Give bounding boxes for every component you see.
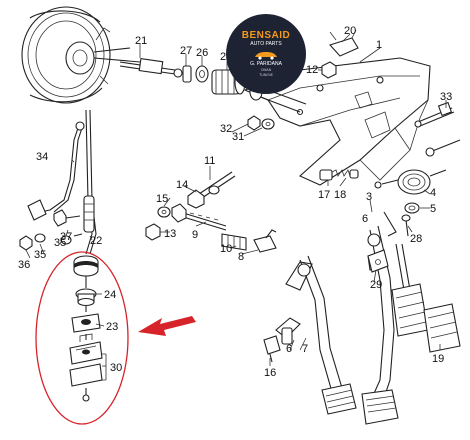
label-4: 4 (430, 187, 436, 199)
clutch-cable (19, 109, 97, 255)
brand-line-1: G. PARIDANA (250, 61, 282, 67)
label-22: 22 (90, 235, 102, 247)
bracket-29 (367, 249, 389, 273)
label-6-lower: 6 (286, 343, 292, 355)
sleeve-8-10 (221, 229, 277, 253)
label-20: 20 (344, 25, 356, 37)
brand-subtitle: AUTO PARTS (250, 41, 282, 47)
label-33: 33 (440, 91, 452, 103)
clevis-pin-set (182, 65, 209, 83)
label-24: 24 (104, 289, 116, 301)
bolt-28 (401, 214, 411, 237)
accelerator-pedal (391, 243, 461, 353)
label-31: 31 (232, 131, 244, 143)
label-37: 37 (60, 231, 72, 243)
label-11: 11 (204, 155, 215, 167)
label-9: 9 (192, 229, 198, 241)
label-26: 26 (196, 47, 208, 59)
brake-booster (21, 6, 141, 104)
label-18: 18 (334, 189, 346, 201)
label-35-lower: 35 (34, 249, 46, 261)
label-35-upper: 35 (54, 237, 66, 249)
label-23: 23 (106, 321, 118, 333)
label-21: 21 (135, 35, 147, 47)
brand-logo-badge: BENSAID AUTO PARTS G. PARIDANA OMAN TUNI… (226, 14, 306, 94)
label-3: 3 (366, 191, 372, 203)
clutch-pedal (275, 255, 357, 415)
brand-name: BENSAID (241, 30, 291, 41)
label-19: 19 (432, 353, 444, 365)
label-1: 1 (376, 39, 382, 51)
pushrod (119, 58, 183, 78)
nut-washer-31-32 (247, 115, 275, 131)
brake-pedal (361, 211, 399, 425)
label-32: 32 (220, 123, 232, 135)
label-28: 28 (410, 233, 422, 245)
label-27: 27 (180, 45, 192, 57)
label-30: 30 (110, 362, 122, 374)
brand-line-2: OMAN (260, 68, 272, 72)
nut-12 (321, 61, 337, 79)
bracket-20 (329, 29, 359, 57)
return-spring (374, 169, 447, 214)
washer-nut-13-15 (145, 206, 171, 241)
label-34: 34 (36, 151, 48, 163)
label-7: 7 (302, 343, 308, 355)
bolt-11 (187, 171, 236, 209)
brand-line-3: TUNISIE (259, 73, 273, 77)
label-8: 8 (238, 251, 244, 263)
spring-17-18 (319, 169, 359, 181)
red-arrow-icon (138, 316, 196, 336)
clutch-cable-adjuster-assembly (69, 255, 103, 402)
label-13: 13 (164, 228, 176, 240)
label-15: 15 (156, 193, 168, 205)
push-rod-33 (414, 101, 461, 157)
label-5: 5 (430, 203, 436, 215)
label-12: 12 (306, 64, 318, 76)
switch-16 (263, 335, 281, 363)
label-17: 17 (318, 189, 330, 201)
car-logo-icon (255, 52, 277, 60)
label-29: 29 (370, 279, 382, 291)
part-number-labels: 21 27 26 25 20 1 12 32 31 33 11 14 15 13… (18, 25, 452, 379)
label-36: 36 (18, 259, 30, 271)
highlight-callout (35, 251, 196, 425)
leader-lines (25, 33, 447, 381)
label-14: 14 (176, 179, 188, 191)
label-16: 16 (264, 367, 276, 379)
label-10: 10 (220, 243, 232, 255)
label-6-upper: 6 (362, 213, 368, 225)
bolt-9 (171, 203, 227, 231)
